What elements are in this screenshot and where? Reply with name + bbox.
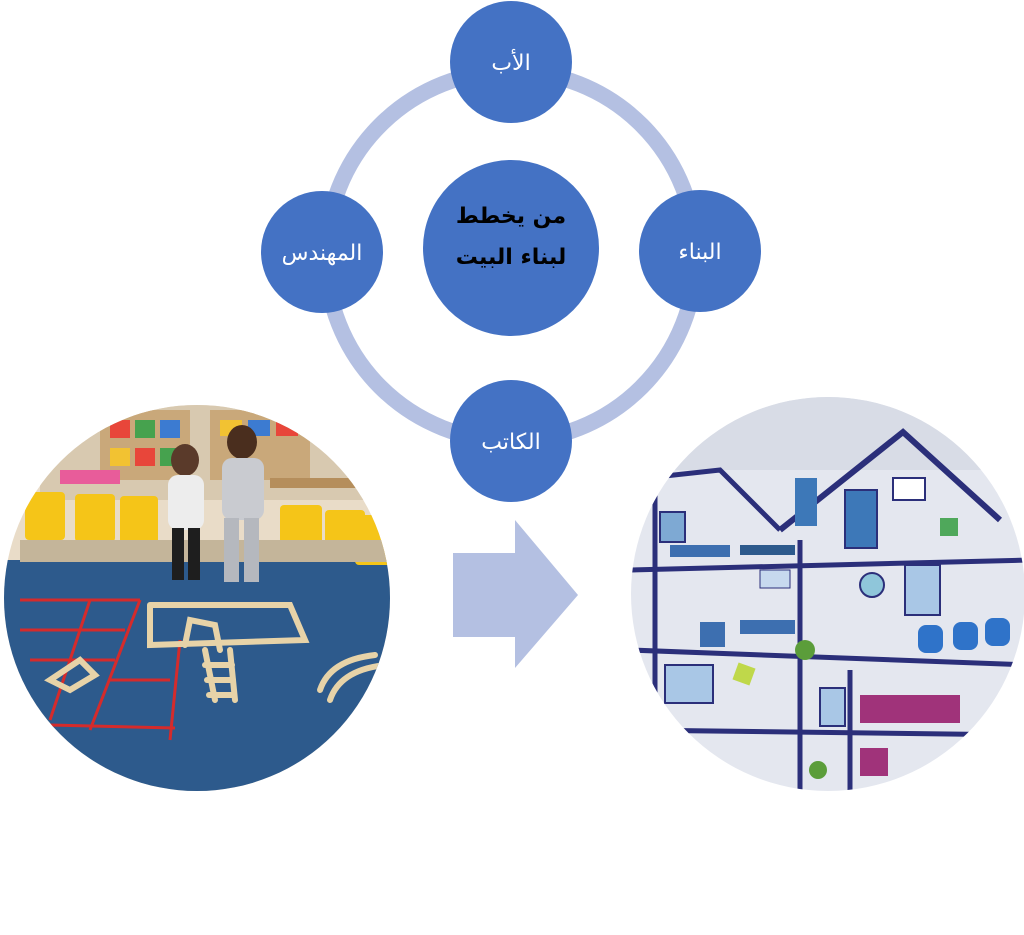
- node-right-label: البناء: [678, 240, 721, 265]
- node-right: [639, 190, 761, 312]
- center-node: [423, 160, 599, 336]
- classroom-photo: [4, 405, 390, 791]
- node-bottom-label: الكاتب: [481, 430, 540, 455]
- house-poster-photo: [631, 397, 1024, 791]
- center-label-line1: من يخطط: [456, 204, 566, 229]
- node-top-label: الأب: [491, 49, 530, 76]
- right-arrow: [453, 520, 578, 668]
- node-bottom: [450, 380, 572, 502]
- node-left-label: المهندس: [282, 241, 363, 266]
- center-label-line2: لبناء البيت: [456, 245, 566, 270]
- node-top: [450, 1, 572, 123]
- node-left: [261, 191, 383, 313]
